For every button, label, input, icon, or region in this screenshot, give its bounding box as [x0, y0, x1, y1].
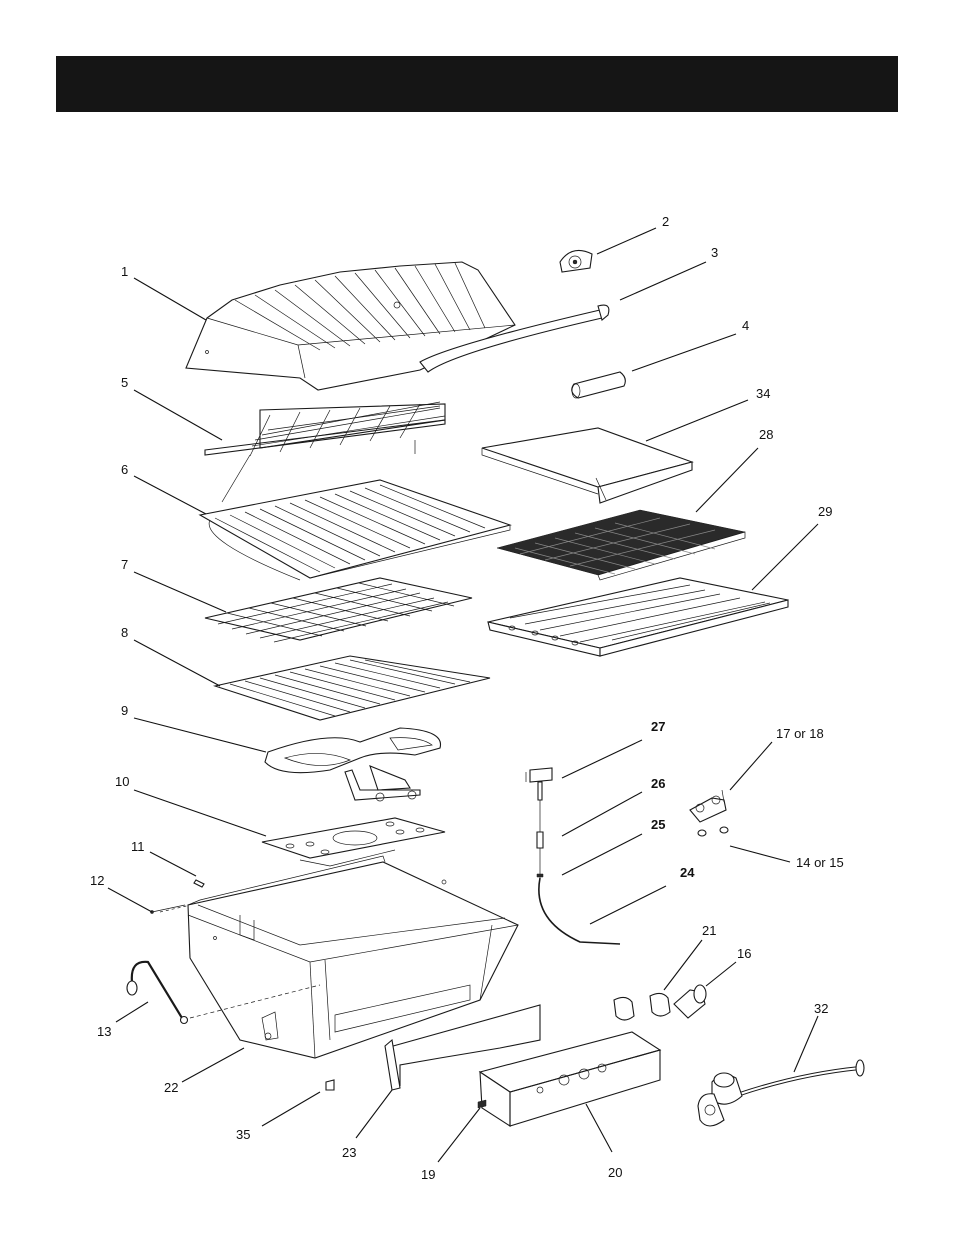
callout-14-or-15: 14 or 15 — [796, 855, 844, 870]
callout-8: 8 — [121, 625, 128, 640]
part-16-valve — [674, 985, 706, 1018]
callout-7: 7 — [121, 557, 128, 572]
callout-28: 28 — [759, 427, 773, 442]
part-8-grate — [215, 656, 490, 720]
callout-12: 12 — [90, 873, 104, 888]
callout-25: 25 — [651, 817, 665, 832]
part-2-gauge — [560, 250, 592, 272]
callout-10: 10 — [115, 774, 129, 789]
part-13-side-handle — [127, 962, 188, 1024]
part-1-lid — [186, 262, 609, 390]
part-10-heat-shield — [262, 818, 445, 866]
part-6-cooking-grid — [200, 480, 510, 580]
callout-23: 23 — [342, 1145, 356, 1160]
callout-27: 27 — [651, 719, 665, 734]
part-4-handle-tube — [572, 372, 626, 398]
callout-4: 4 — [742, 318, 749, 333]
part-29-rotisserie-tray — [488, 578, 788, 656]
callout-13: 13 — [97, 1024, 111, 1039]
part-28-cast-grate — [497, 510, 745, 580]
part-9-burner — [265, 728, 441, 801]
callout-34: 34 — [756, 386, 770, 401]
callout-1: 1 — [121, 264, 128, 279]
part-27-igniter-bracket — [526, 768, 552, 782]
part-17-or-18-manifold — [690, 790, 726, 822]
callout-6: 6 — [121, 462, 128, 477]
part-24-igniter-wire — [539, 878, 620, 944]
callout-26: 26 — [651, 776, 665, 791]
part-12-bolt — [150, 905, 185, 914]
part-32-regulator-hose — [698, 1060, 864, 1126]
part-25-wire-clip — [537, 832, 543, 878]
callout-11: 11 — [131, 839, 145, 854]
callout-19: 19 — [421, 1167, 435, 1182]
part-14-or-15-orifice — [698, 827, 728, 836]
callout-22: 22 — [164, 1080, 178, 1095]
part-34-griddle-pan — [482, 428, 692, 503]
part-21-knobs — [614, 993, 670, 1020]
callout-24: 24 — [680, 865, 695, 880]
callout-32: 32 — [814, 1001, 828, 1016]
part-5-warming-rack — [205, 402, 445, 502]
part-11-screw — [194, 880, 204, 887]
callout-2: 2 — [662, 214, 669, 229]
callout-21: 21 — [702, 923, 716, 938]
part-7-briquette-tray — [205, 578, 472, 642]
callout-17-or-18: 17 or 18 — [776, 726, 824, 741]
part-35-clip — [326, 1080, 334, 1090]
callout-9: 9 — [121, 703, 128, 718]
callout-20: 20 — [608, 1165, 622, 1180]
callout-3: 3 — [711, 245, 718, 260]
part-26-electrode — [538, 782, 542, 832]
callout-29: 29 — [818, 504, 832, 519]
callout-5: 5 — [121, 375, 128, 390]
callout-16: 16 — [737, 946, 751, 961]
callout-35: 35 — [236, 1127, 250, 1142]
